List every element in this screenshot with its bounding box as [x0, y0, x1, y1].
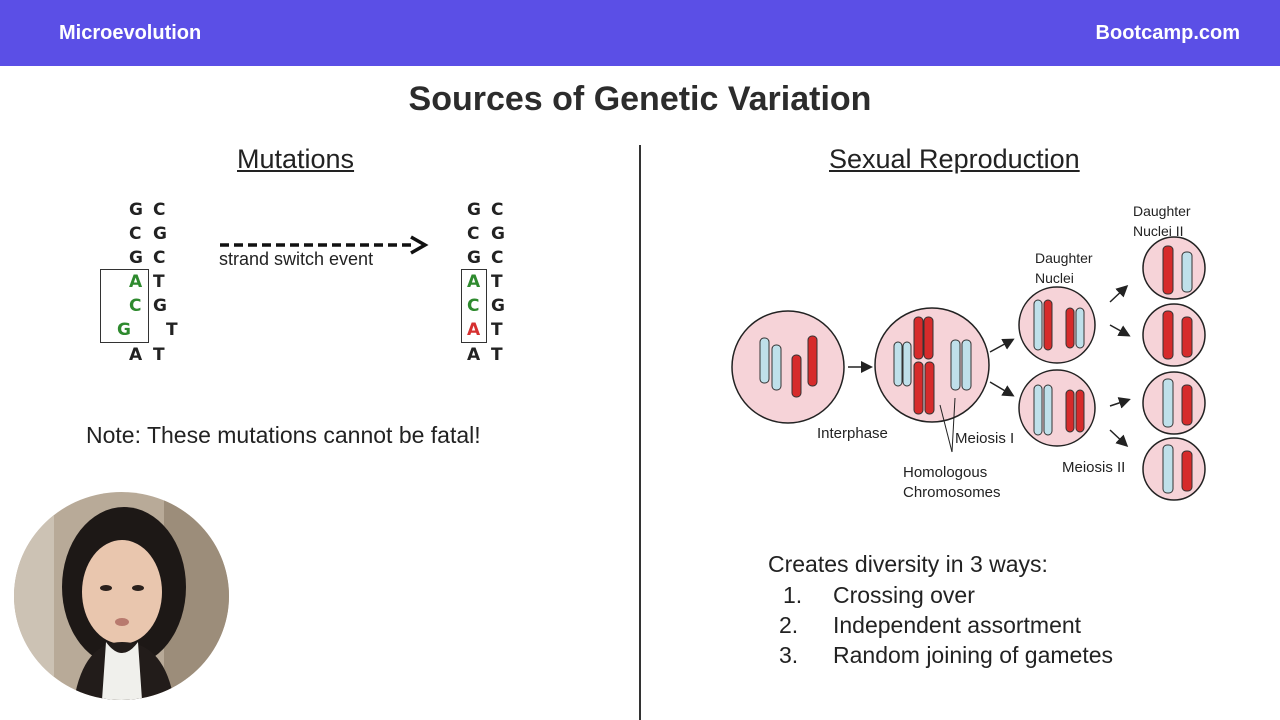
base: G	[467, 248, 481, 268]
base: T	[166, 320, 178, 340]
base: G	[467, 200, 481, 220]
meiosis-1-label: Meiosis I	[955, 430, 1015, 447]
base: G	[491, 224, 505, 244]
sexual-reproduction-heading: Sexual Reproduction	[829, 144, 1080, 174]
base: G	[129, 200, 143, 220]
list-number: 3.	[779, 642, 799, 668]
presenter-webcam	[14, 492, 229, 700]
base: C	[467, 224, 480, 244]
base: C	[153, 248, 166, 268]
base: T	[491, 272, 503, 292]
base: T	[153, 345, 165, 365]
base: G	[117, 320, 131, 340]
daughter-nuclei-label: Daughter Nuclei	[1035, 250, 1093, 286]
brand-link[interactable]: Bootcamp.com	[1095, 22, 1240, 44]
base: C	[153, 200, 166, 220]
list-number: 2.	[779, 612, 799, 638]
mutations-heading: Mutations	[237, 144, 355, 174]
base: G	[153, 224, 167, 244]
list-item: Independent assortment	[833, 612, 1082, 638]
base: A	[129, 272, 143, 292]
header-bar: Microevolution Bootcamp.com	[0, 0, 1280, 66]
base: C	[129, 296, 142, 316]
arrow-icon	[220, 235, 429, 255]
base: A	[129, 345, 143, 365]
base: A	[467, 345, 481, 365]
meiosis-2-label: Meiosis II	[1062, 459, 1126, 476]
diversity-intro: Creates diversity in 3 ways:	[768, 551, 1048, 577]
slide-title: Sources of Genetic Variation	[408, 80, 872, 118]
base: G	[153, 296, 167, 316]
mismatch-box	[461, 269, 487, 343]
base: C	[491, 200, 504, 220]
base: C	[467, 296, 480, 316]
arrow-label: strand switch event	[219, 249, 374, 269]
list-item: Random joining of gametes	[833, 642, 1113, 668]
interphase-label: Interphase	[817, 425, 888, 442]
base: G	[129, 248, 143, 268]
base: T	[491, 345, 503, 365]
homologous-chromosomes-label: Homologous Chromosomes	[903, 464, 1001, 501]
base: C	[491, 248, 504, 268]
daughter-nuclei-2-label: Daughter Nuclei II	[1133, 203, 1191, 239]
mutation-note: Note: These mutations cannot be fatal!	[86, 422, 481, 448]
column-divider	[639, 145, 641, 720]
mismatch-box	[100, 269, 149, 343]
base: A	[467, 320, 481, 340]
course-title: Microevolution	[59, 22, 202, 44]
meiosis-diagram	[731, 236, 1206, 501]
base: T	[153, 272, 165, 292]
list-item: Crossing over	[833, 582, 975, 608]
base: T	[491, 320, 503, 340]
base: G	[491, 296, 505, 316]
base: C	[129, 224, 142, 244]
list-number: 1.	[783, 582, 803, 608]
base: A	[467, 272, 481, 292]
